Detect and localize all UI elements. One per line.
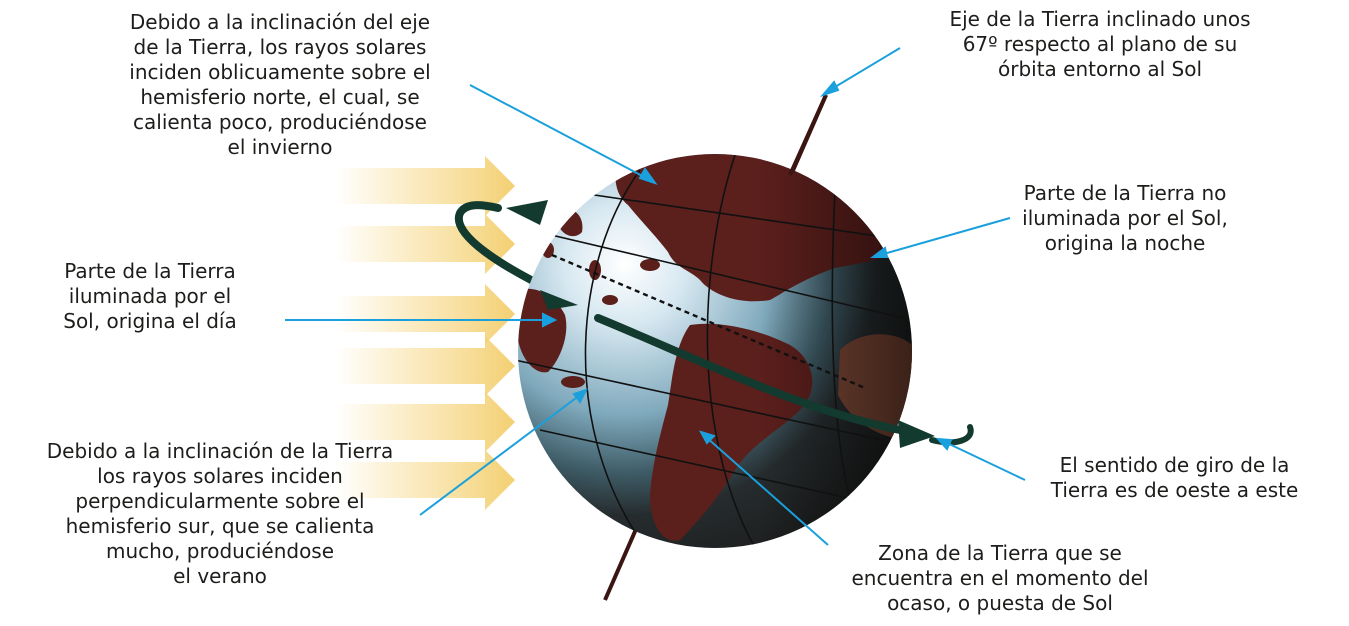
sun-ray: [335, 214, 515, 274]
rotation-arrow-back: [454, 201, 559, 296]
leader-sunset: [705, 436, 829, 546]
label-earth-axis: Eje de la Tierra inclinado unos 67º resp…: [949, 7, 1251, 81]
label-summer-explanation: Debido a la inclinación de la Tierra los…: [46, 439, 394, 588]
equator-dotted: [551, 253, 866, 390]
leader-night: [879, 217, 1011, 256]
label-day-side: Parte de la Tierra iluminada por el Sol,…: [63, 259, 237, 333]
leader-summer: [419, 394, 581, 516]
label-rotation-direction: El sentido de giro de la Tierra es de oe…: [1050, 453, 1299, 502]
rotation-arrowhead-east: [898, 420, 935, 448]
island: [640, 259, 660, 271]
africa-edge: [518, 288, 567, 373]
leader-winter: [469, 84, 651, 181]
rotation-loop-end: [929, 424, 974, 446]
sun-ray: [335, 336, 515, 396]
leader-axis: [829, 47, 901, 91]
label-night-side: Parte de la Tierra no iluminada por el S…: [1022, 181, 1228, 255]
island: [602, 295, 618, 305]
earth-globe: [518, 154, 912, 548]
sun-ray: [335, 392, 515, 452]
sun-ray: [335, 284, 515, 344]
sun-ray: [335, 156, 515, 216]
sun-rays: [335, 156, 515, 510]
rotation-arrowhead-west: [506, 200, 548, 225]
label-winter-explanation: Debido a la inclinación del eje de la Ti…: [129, 10, 431, 159]
label-sunset-zone: Zona de la Tierra que se encuentra en el…: [851, 541, 1149, 615]
sun-ray: [335, 450, 515, 510]
leader-lines: [285, 47, 1026, 546]
rotation-arrowhead-day: [540, 290, 578, 310]
rotation-arrow-front: [594, 314, 904, 434]
leader-spin: [944, 441, 1026, 481]
island: [561, 376, 585, 388]
